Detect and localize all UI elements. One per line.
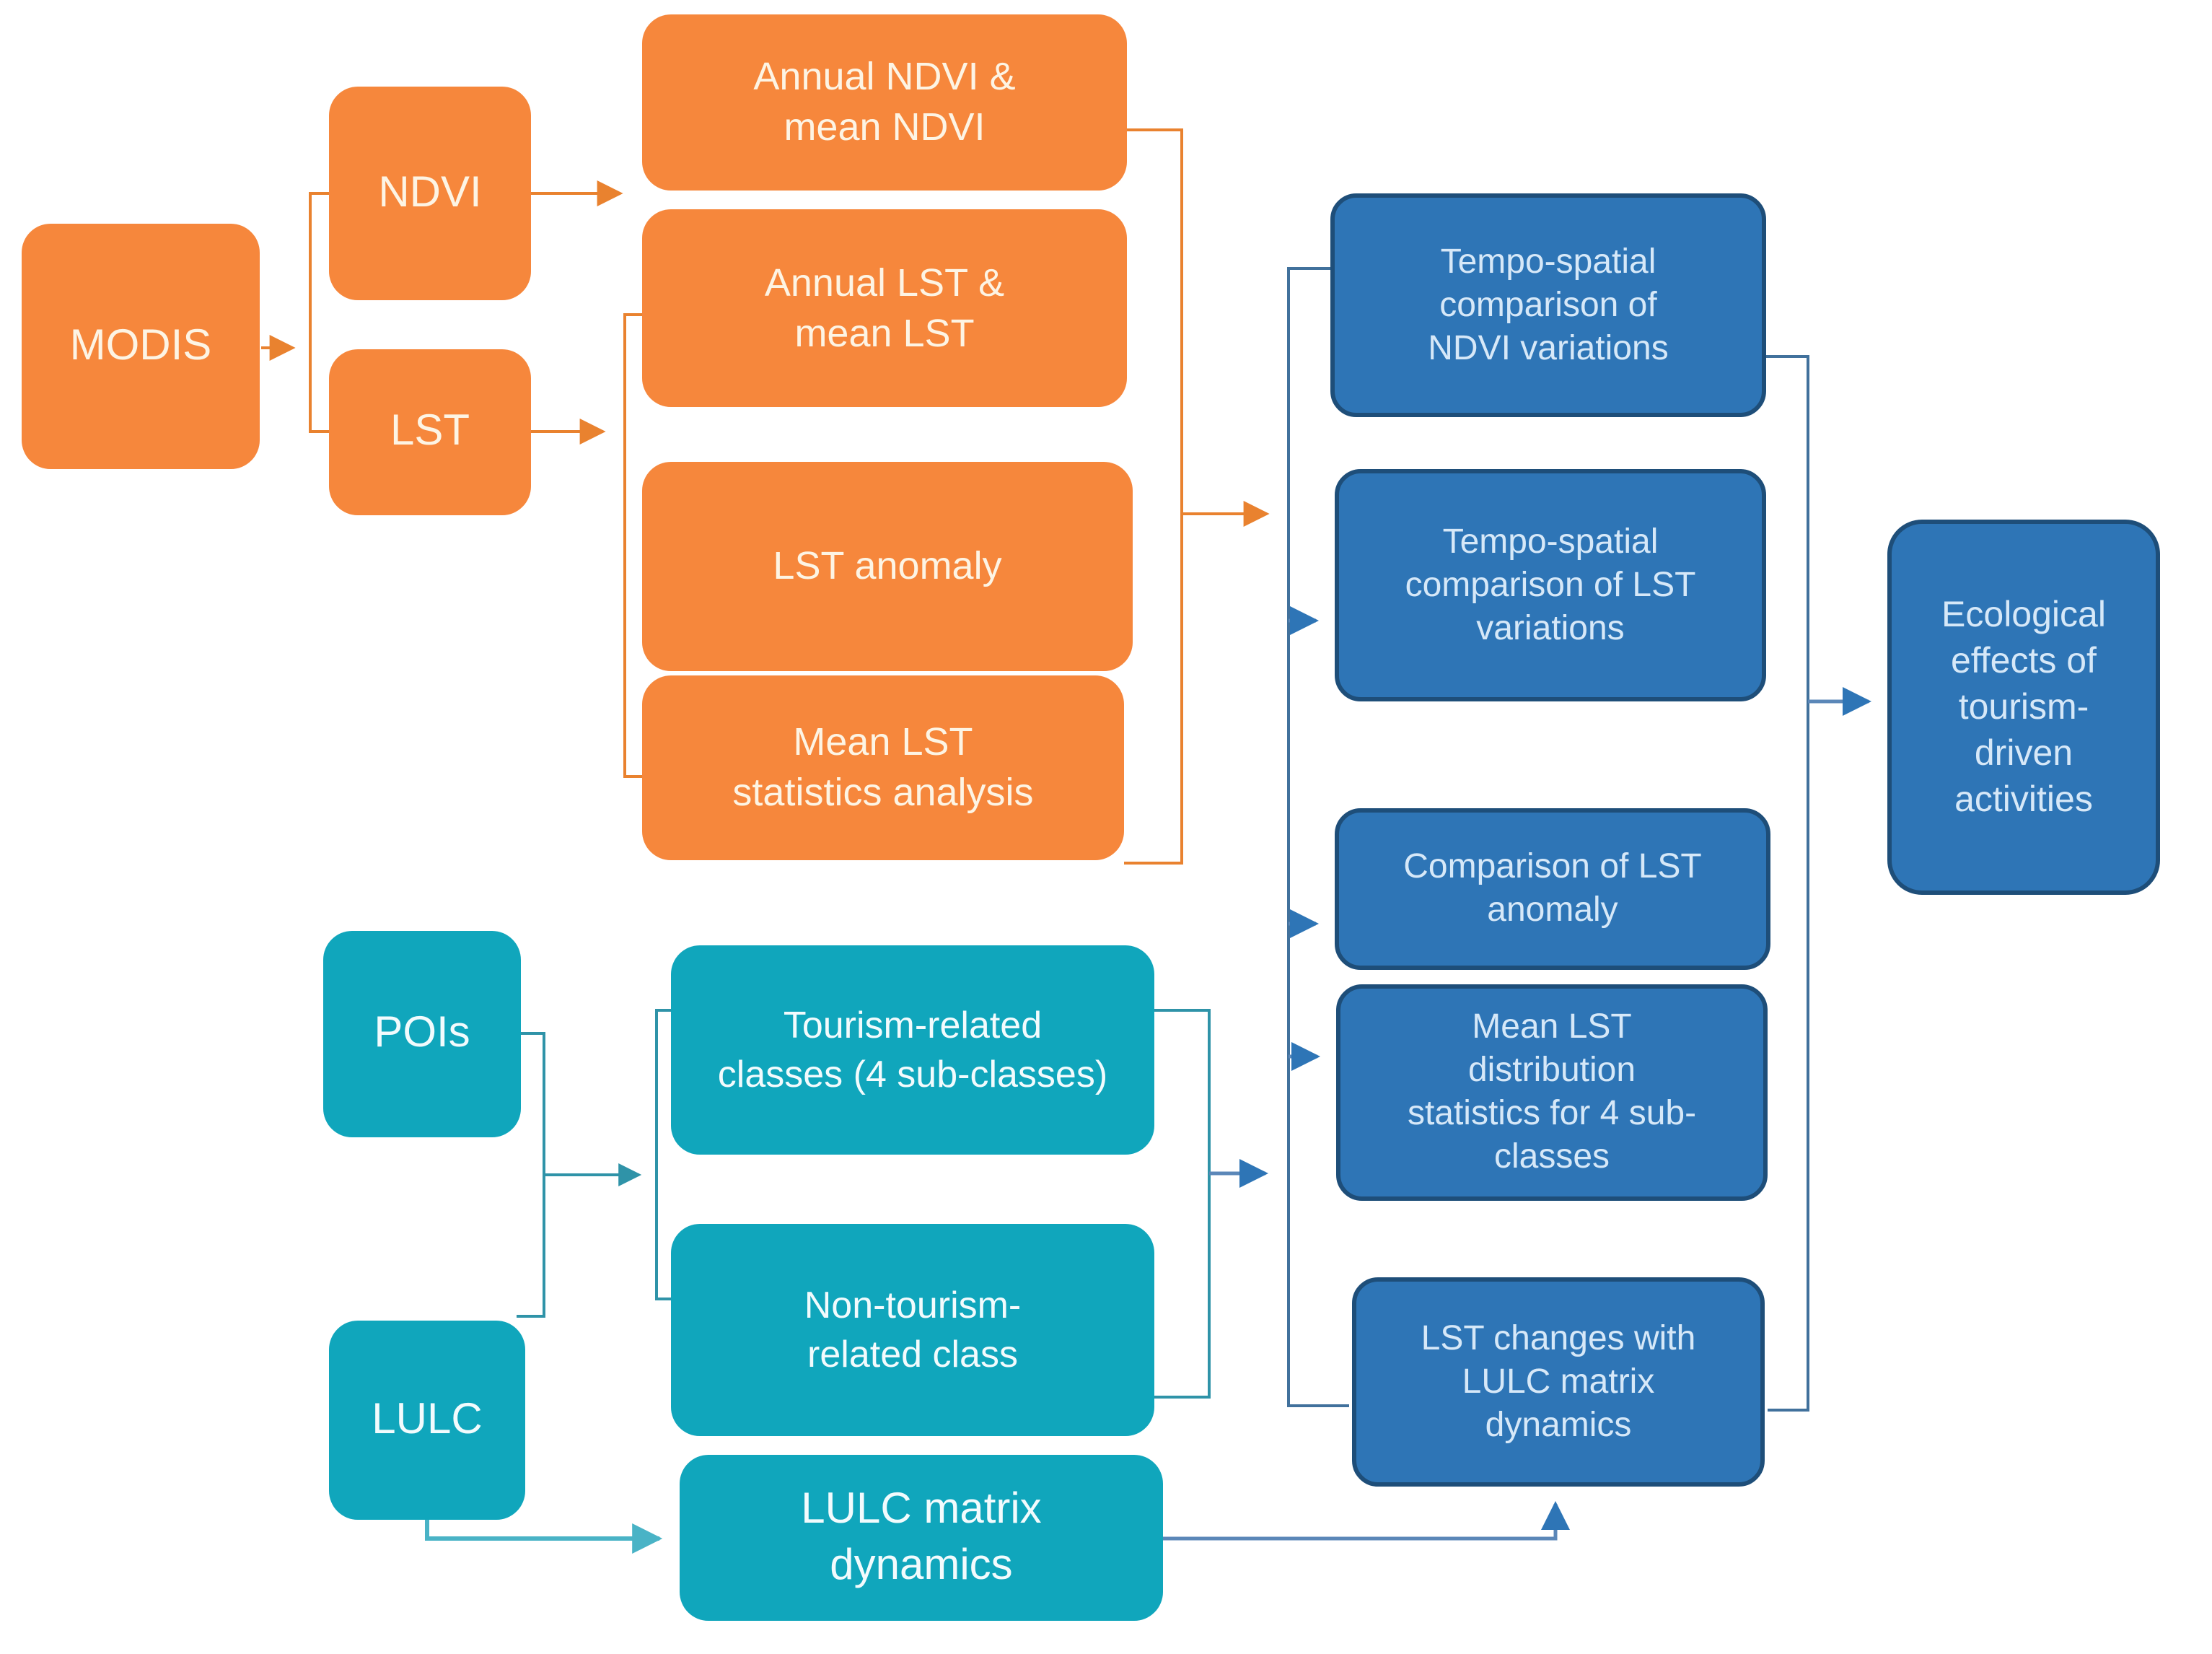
node-mean-lst-stats: Mean LST statistics analysis bbox=[642, 675, 1124, 860]
connector-matrix-to-lst-changes bbox=[1163, 1501, 1570, 1541]
node-tempo-ndvi: Tempo-spatial comparison of NDVI variati… bbox=[1330, 193, 1766, 417]
node-lulc: LULC bbox=[329, 1321, 525, 1520]
node-mean-lst-dist: Mean LST distribution statistics for 4 s… bbox=[1336, 984, 1768, 1201]
connector-modis-branch bbox=[309, 192, 329, 433]
node-ndvi: NDVI bbox=[329, 87, 531, 300]
node-ecological-effects: Ecological effects of tourism- driven ac… bbox=[1887, 520, 2160, 895]
node-annual-ndvi: Annual NDVI & mean NDVI bbox=[642, 14, 1127, 191]
node-lst: LST bbox=[329, 349, 531, 515]
node-lst-changes: LST changes with LULC matrix dynamics bbox=[1352, 1277, 1765, 1487]
connector-orange-bracket-right bbox=[1124, 128, 1183, 865]
node-lulc-matrix: LULC matrix dynamics bbox=[680, 1455, 1163, 1621]
node-non-tourism-class: Non-tourism- related class bbox=[671, 1224, 1154, 1436]
connector-rail-right bbox=[1766, 355, 1809, 1412]
connector-lst-bracket-left bbox=[623, 313, 642, 778]
node-comp-anomaly: Comparison of LST anomaly bbox=[1335, 808, 1770, 970]
node-pois: POIs bbox=[323, 931, 521, 1137]
node-tourism-classes: Tourism-related classes (4 sub-classes) bbox=[671, 945, 1154, 1155]
connector-classes-bracket-right bbox=[1154, 1009, 1211, 1399]
connector-classes-bracket-left bbox=[655, 1009, 671, 1300]
node-annual-lst: Annual LST & mean LST bbox=[642, 209, 1127, 407]
node-lst-anomaly: LST anomaly bbox=[642, 462, 1133, 671]
node-tempo-lst: Tempo-spatial comparison of LST variatio… bbox=[1335, 469, 1766, 701]
connector-lulc-to-matrix bbox=[425, 1520, 663, 1554]
node-modis: MODIS bbox=[22, 224, 260, 469]
